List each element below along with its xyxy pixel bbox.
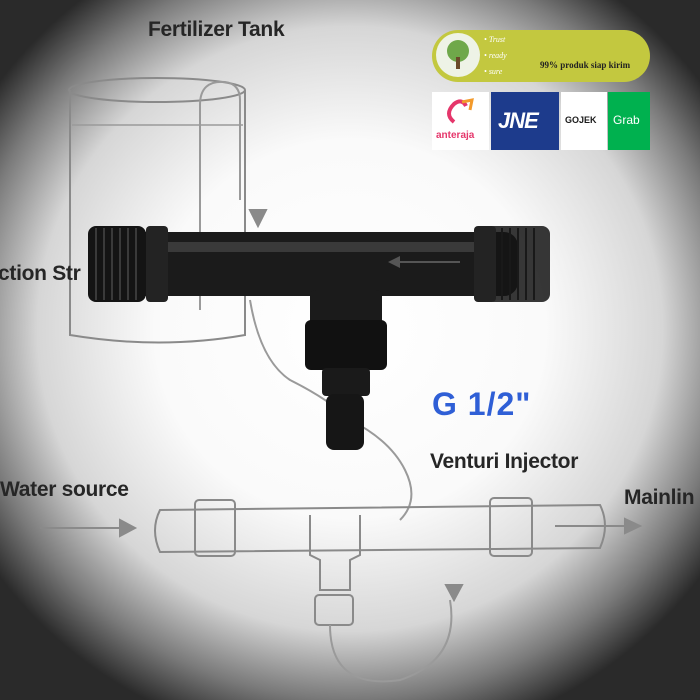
badge-item: Trust — [484, 32, 507, 48]
badge-list: Trust ready sure — [484, 32, 507, 80]
anteraja-text: anteraja — [436, 130, 475, 141]
tee-nut — [305, 320, 387, 370]
grab-text: Grab — [613, 113, 640, 127]
sketch-injector-body — [154, 503, 606, 554]
gojek-logo — [561, 92, 607, 150]
sketch-nut-left — [194, 499, 236, 557]
jne-text: JNE — [498, 108, 539, 133]
sketch-loop — [329, 599, 453, 683]
grab-logo — [608, 92, 650, 150]
sketch-nut-right — [489, 497, 533, 557]
tree-icon — [447, 40, 469, 69]
suction-tube — [199, 80, 241, 310]
venturi-injector-photo — [88, 226, 550, 450]
arrow-water-in-head — [119, 518, 138, 538]
venturi-injector-label: Venturi Injector — [430, 450, 579, 473]
sketch-tee — [309, 515, 361, 591]
mainline-label: Mainlin — [624, 486, 695, 509]
badge-item: sure — [484, 64, 507, 80]
barb-thread — [322, 368, 370, 396]
thread-left — [88, 226, 146, 302]
sketch-port — [314, 594, 354, 626]
suction-strainer-label: ction Str — [0, 262, 81, 285]
arrow-mainline-head — [624, 517, 643, 535]
fertilizer-tank-label: Fertilizer Tank — [148, 18, 285, 41]
tank-rim — [68, 77, 246, 103]
arrow-suction-down — [248, 209, 268, 229]
pipe-highlight — [150, 242, 480, 252]
badge-item: ready — [484, 48, 507, 64]
tree-logo — [436, 33, 480, 77]
jne-logo — [491, 92, 559, 150]
water-source-label: Water source — [0, 478, 129, 501]
pipe-body — [118, 232, 518, 296]
badge-note: 99% produk siap kirim — [540, 60, 631, 70]
anteraja-logo — [432, 92, 489, 150]
tank-outline — [69, 90, 246, 344]
collar-right — [474, 226, 496, 302]
collar-left — [146, 226, 168, 302]
size-label: G 1/2" — [432, 386, 532, 422]
arrow-return-down — [444, 584, 464, 603]
anteraja-icon — [447, 98, 474, 124]
gojek-text: GOJEK — [565, 115, 597, 125]
barb-nozzle — [326, 394, 364, 450]
thread-right — [486, 226, 550, 302]
